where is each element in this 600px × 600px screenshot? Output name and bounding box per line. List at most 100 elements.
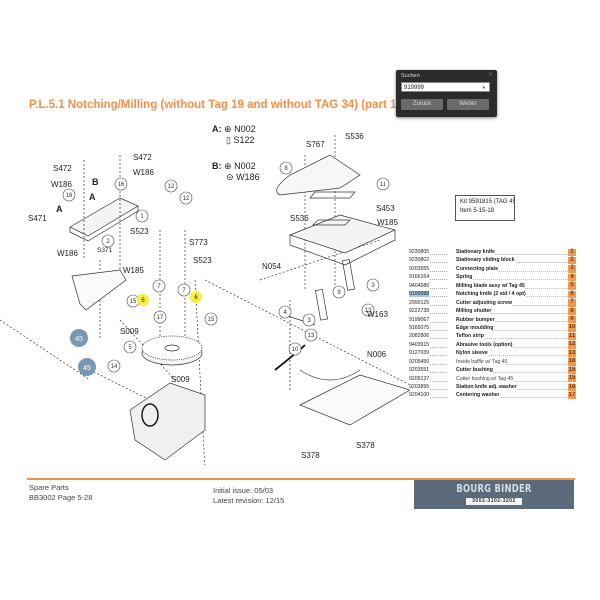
item-number-tag: 18 xyxy=(568,358,576,366)
item-number-tag: 9 xyxy=(568,316,576,324)
close-icon[interactable]: x xyxy=(489,72,492,78)
part-label: S371 xyxy=(97,247,113,254)
callout: 7 xyxy=(157,284,161,290)
part-number-text: 9203895 xyxy=(409,384,430,390)
parts-list-row: 9205450 Inside baffle w/ Tag 45 18 xyxy=(409,358,576,366)
item-number-tag: 8 xyxy=(568,307,576,315)
callout: 12 xyxy=(183,196,190,202)
part-description-text: Inside baffle w/ Tag 45 xyxy=(456,358,508,365)
kit-info-box: Kit 9591815 (TAG 45) Item 5-15-18 xyxy=(455,195,515,221)
footer-page: BB3002 Page 5-28 xyxy=(29,493,93,502)
part-number: 9203555 xyxy=(409,265,447,272)
chevron-down-icon[interactable]: ▾ xyxy=(482,85,485,91)
part-description: Spring xyxy=(456,273,568,281)
part-number-text: 9199998 xyxy=(409,291,430,298)
item-number-tag: 15 xyxy=(568,366,576,375)
part-number: 9222738 xyxy=(409,307,447,315)
leader-dots xyxy=(456,363,568,365)
brand-models: 3002-3102-3202 xyxy=(466,498,522,505)
item-number-tag: 16 xyxy=(568,383,576,391)
search-input[interactable]: 919999 ▾ xyxy=(401,82,490,92)
part-number: 2082806 xyxy=(409,332,447,340)
part-description: Milling shutter xyxy=(456,307,568,315)
footer-left: Spare Parts BB3002 Page 5-28 xyxy=(29,483,92,503)
next-button[interactable]: Weiter xyxy=(447,99,489,110)
parts-list-row: 9199998 Notching knife (2 std / 4 opt)6 xyxy=(409,290,576,299)
washer-icon: ⊝ xyxy=(226,172,234,182)
callout: 13 xyxy=(308,333,315,339)
part-description: Notching knife (2 std / 4 opt) xyxy=(456,290,568,298)
part-number-text: 9404586 xyxy=(409,282,430,289)
part-description: Edge moulding xyxy=(456,324,568,332)
nut-icon: ⊕ xyxy=(224,161,232,171)
exploded-diagram: 16 16 1 2 12 12 7 7 15 15 17 5 14 8 11 9… xyxy=(0,132,420,465)
part-description: Stationary sliding block xyxy=(456,256,568,264)
part-label: W163 xyxy=(367,310,388,319)
part-label: S009 xyxy=(120,327,139,336)
back-button[interactable]: Zurück xyxy=(401,99,443,110)
item-number-tag: 3 xyxy=(568,265,576,273)
part-number: 9205450 xyxy=(409,358,447,365)
search-input-value: 919999 xyxy=(404,85,425,91)
highlighted-callout: 6 xyxy=(141,298,145,304)
part-number-text: 9204100 xyxy=(409,392,430,399)
part-description-text: Teflon strip xyxy=(456,333,484,340)
part-number: 9203895 xyxy=(409,383,447,390)
part-label: S472 xyxy=(53,164,72,173)
part-label: A xyxy=(56,204,63,214)
callout: 15 xyxy=(130,299,137,305)
part-description: Cutter adjusting screw xyxy=(456,299,568,307)
part-number-text: 9205137 xyxy=(409,375,430,382)
callout: 1 xyxy=(140,214,144,220)
item-number-tag: 11 xyxy=(568,332,576,341)
part-number-text: 9199067 xyxy=(409,316,430,323)
legend-a-item-1: N002 xyxy=(234,124,256,134)
callout: 10 xyxy=(292,347,299,353)
leader-dots xyxy=(456,321,568,323)
callout: 3 xyxy=(371,283,375,289)
screw-icon: ▯ xyxy=(226,135,231,145)
callout: 16 xyxy=(66,193,73,199)
part-number: 9127039 xyxy=(409,349,447,357)
part-number: 9404586 xyxy=(409,282,447,289)
leader-dots xyxy=(456,329,568,331)
part-description: Station knife adj. washer xyxy=(456,383,568,391)
legend-b-item-2: W186 xyxy=(236,172,260,182)
part-description: Stationary knife xyxy=(456,248,568,256)
search-panel: Suchen x 919999 ▾ Zurück Weiter xyxy=(396,70,497,117)
leader-dots xyxy=(456,338,568,340)
part-number: 9403915 xyxy=(409,341,447,348)
part-number-text: 9165075 xyxy=(409,324,430,331)
item-number-tag: 13 xyxy=(568,349,576,358)
part-description: Cutter bushing w/ Tag 45 xyxy=(456,375,568,383)
part-number: 9205137 xyxy=(409,375,447,382)
leader-dots xyxy=(456,397,568,399)
callout: 11 xyxy=(380,182,387,188)
leader-dots xyxy=(456,372,568,374)
item-number-tag: 6 xyxy=(568,290,576,299)
callout: 3 xyxy=(307,318,311,324)
footer-middle: Initial issue: 05/03 Latest revision: 12… xyxy=(213,486,284,506)
part-label: B xyxy=(92,177,99,187)
parts-list-row: 2082806 Teflon strip 11 xyxy=(409,332,576,341)
part-description: Cutter bushing xyxy=(456,366,568,374)
part-number: 9230805 xyxy=(409,248,447,255)
callout: 14 xyxy=(111,364,118,370)
part-description-text: Spring xyxy=(456,274,473,281)
part-label: S009 xyxy=(171,375,190,384)
part-label: S378 xyxy=(356,441,375,450)
part-number: 9204100 xyxy=(409,391,447,399)
part-number-text: 9222738 xyxy=(409,308,430,315)
part-number: 9203551 xyxy=(409,366,447,374)
highlighted-callout: 6 xyxy=(194,295,198,301)
page-title: P.L.5.1 Notching/Milling (without Tag 19… xyxy=(29,99,424,111)
part-description-text: Connecting plate xyxy=(456,265,499,272)
footer-latest-revision: Latest revision: 12/15 xyxy=(213,496,285,505)
part-description-text: Centering washer xyxy=(456,392,500,399)
